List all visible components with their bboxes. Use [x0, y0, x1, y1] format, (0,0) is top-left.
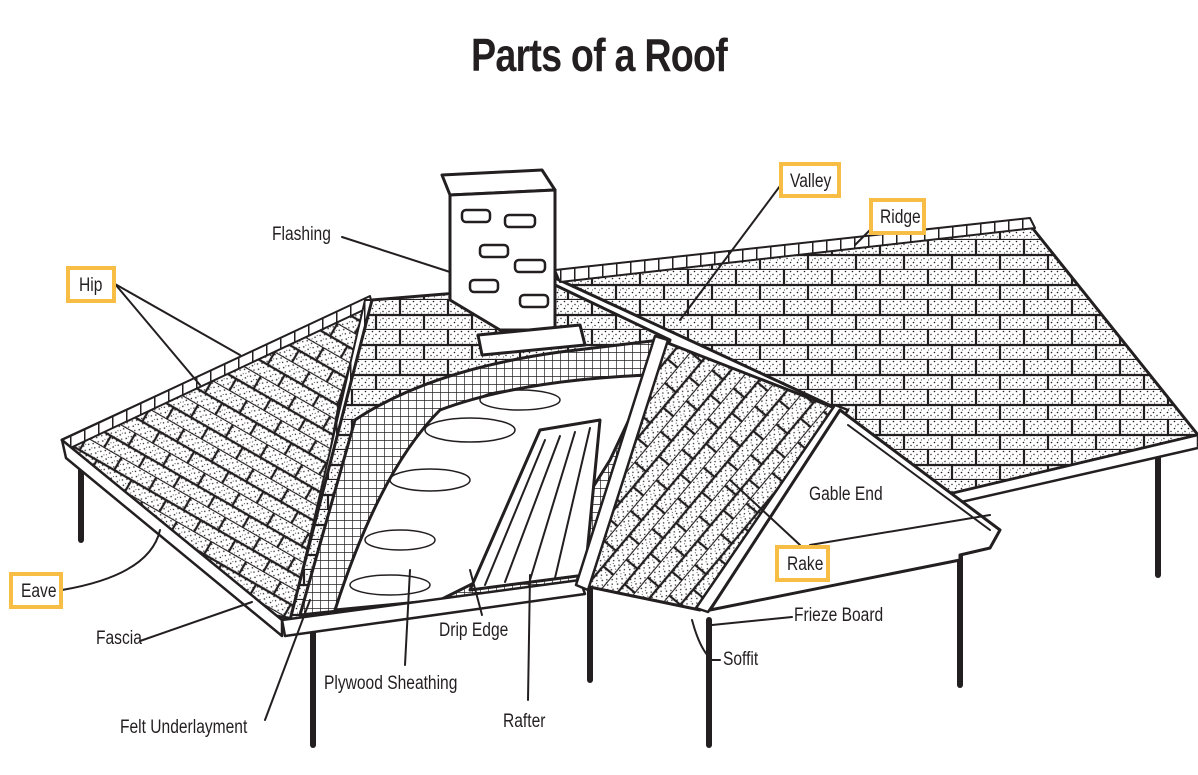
label-valley-box: Valley: [779, 162, 841, 198]
label-soffit: Soffit: [723, 649, 759, 670]
rake-board: [574, 334, 670, 592]
leader-lines: [61, 185, 991, 721]
label-eave: Eave: [21, 581, 57, 602]
page-title: Parts of a Roof: [471, 29, 728, 81]
drip-edge: [280, 578, 587, 638]
label-frieze-board: Frieze Board: [794, 605, 884, 626]
label-rafter: Rafter: [503, 711, 546, 732]
label-ridge-box: Ridge: [869, 198, 926, 235]
label-rake: Rake: [787, 554, 824, 575]
label-hip: Hip: [79, 275, 103, 296]
label-gable-end: Gable End: [809, 484, 883, 505]
label-valley: Valley: [790, 171, 832, 192]
label-plywood-sheathing: Plywood Sheathing: [324, 673, 458, 694]
label-fascia: Fascia: [96, 628, 142, 649]
label-felt-underlayment: Felt Underlayment: [120, 717, 248, 738]
flashing: [476, 323, 587, 357]
eave-fascia: [60, 438, 284, 638]
label-drip-edge: Drip Edge: [439, 620, 509, 641]
label-ridge: Ridge: [880, 207, 921, 228]
label-eave-box: Eave: [9, 572, 63, 609]
chimney: [440, 168, 587, 357]
support-posts: [78, 452, 1161, 748]
label-hip-box: Hip: [66, 266, 116, 303]
label-flashing: Flashing: [272, 224, 331, 245]
label-rake-box: Rake: [775, 545, 830, 582]
